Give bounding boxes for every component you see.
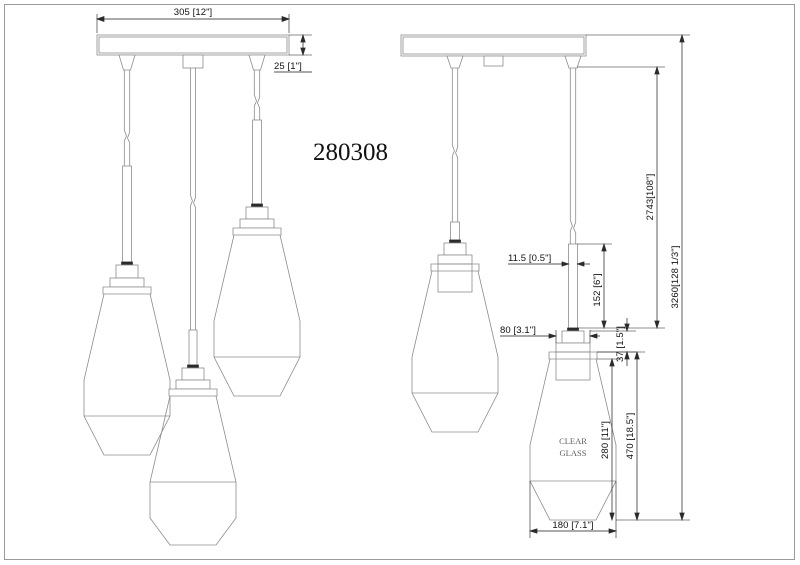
dim-socket-cover-width: 80 [3.1"] bbox=[500, 325, 536, 336]
dim-glass-height: 470 [18.5"] bbox=[625, 413, 636, 460]
dim-max-drop: 2743[108"] bbox=[645, 174, 656, 221]
stem-cone-3 bbox=[248, 54, 266, 71]
glass-label-line2: GLASS bbox=[560, 448, 587, 458]
glass-label-line1: CLEAR bbox=[559, 436, 587, 446]
dim-glass-body-height: 280 [11"] bbox=[600, 421, 611, 459]
pendant-left bbox=[83, 70, 171, 456]
right-view-dimensions: 3260[128 1/3"] 2743[108"] 470 [18.5"] 28… bbox=[500, 33, 690, 538]
left-assembly-view bbox=[83, 34, 301, 546]
detail-pendant-right: CLEAR GLASS bbox=[529, 68, 617, 521]
stem-box-2 bbox=[182, 54, 204, 69]
dim-canopy-width: 305 [12"] bbox=[174, 7, 213, 18]
canopy-bar-left bbox=[96, 34, 290, 56]
detail-pendant-left bbox=[411, 68, 499, 433]
dim-canopy-height: 25 [1"] bbox=[274, 61, 302, 72]
stem-cone-1 bbox=[118, 54, 136, 71]
pendant-right bbox=[213, 70, 301, 397]
model-number: 280308 bbox=[313, 139, 388, 166]
sheet-border bbox=[4, 4, 795, 560]
dim-socket-cover-height: 37 [1.5"] bbox=[615, 326, 626, 362]
right-detail-view: CLEAR GLASS bbox=[400, 34, 617, 521]
dim-rod-diameter: 11.5 [0.5"] bbox=[508, 253, 551, 264]
pendant-center bbox=[149, 68, 237, 546]
left-view-dimensions: 305 [12"] 25 [1"] bbox=[95, 7, 312, 73]
canopy-bar-right bbox=[400, 34, 587, 67]
dim-glass-diameter: 180 [7.1"] bbox=[552, 520, 593, 531]
dim-rod-length: 152 [6"] bbox=[592, 273, 603, 306]
dim-overall-height: 3260[128 1/3"] bbox=[670, 246, 681, 309]
